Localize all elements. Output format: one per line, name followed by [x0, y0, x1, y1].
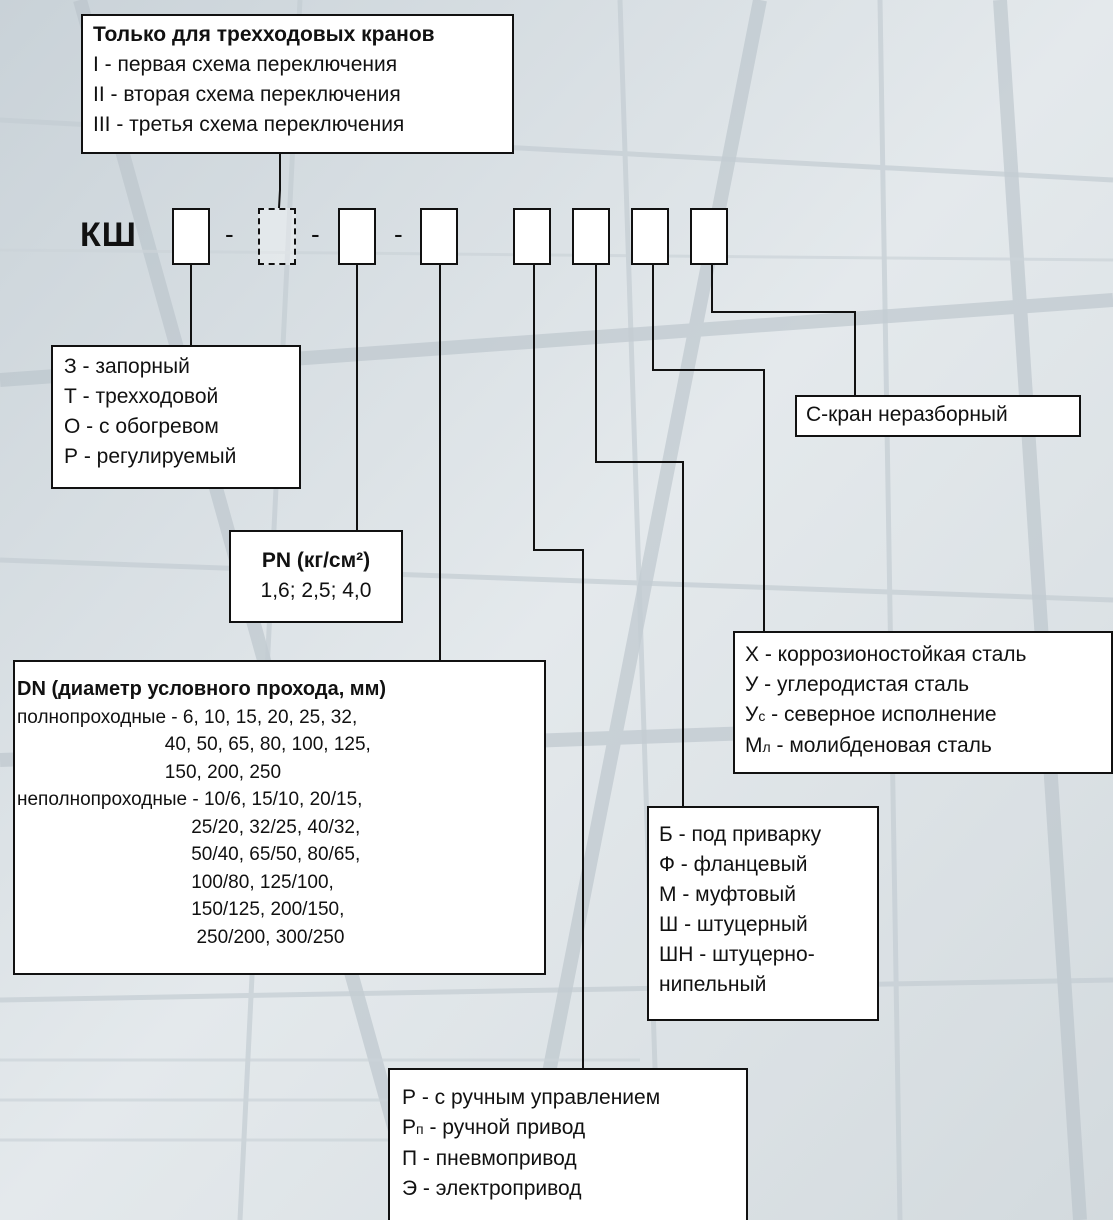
code-cell-dn	[420, 208, 458, 265]
connection-line: нипельный	[659, 973, 767, 996]
dn-line: 250/200, 300/250	[17, 926, 345, 948]
pn-values: 1,6; 2,5; 4,0	[260, 579, 372, 602]
valve-type-box: З - запорный Т - трехходовой О - с обогр…	[51, 345, 301, 489]
connection-line: ШН - штуцерно-	[659, 943, 815, 966]
material-line: Х - коррозионостойкая сталь	[745, 643, 1027, 666]
control-type-box: Р - с ручным управлением Рп - ручной при…	[388, 1068, 748, 1220]
type-line: З - запорный	[64, 355, 190, 378]
dn-line: неполнопроходные - 10/6, 15/10, 20/15,	[17, 789, 363, 810]
code-cell-pn	[338, 208, 376, 265]
non-separable-label: С-кран неразборный	[806, 403, 1008, 426]
control-line: Э - электропривод	[402, 1177, 582, 1200]
connection-line: Ф - фланцевый	[659, 853, 808, 876]
three-way-line: III - третья схема переключения	[93, 113, 405, 136]
pn-title: PN (кг/см²)	[261, 549, 371, 572]
dn-line: 40, 50, 65, 80, 100, 125,	[17, 734, 371, 755]
three-way-line: II - вторая схема переключения	[93, 83, 401, 106]
dn-line: полнопроходные - 6, 10, 15, 20, 25, 32,	[17, 706, 358, 728]
control-line: Р - с ручным управлением	[402, 1086, 661, 1109]
code-cell-type	[172, 208, 210, 265]
code-separator: -	[225, 219, 234, 249]
connection-line: М - муфтовый	[659, 883, 796, 906]
code-separator: -	[394, 219, 403, 249]
connection-type-box: Б - под приварку Ф - фланцевый М - муфто…	[647, 806, 879, 1021]
three-way-title: Только для трехходовых кранов	[93, 23, 435, 46]
material-box: Х - коррозионостойкая сталь У - углероди…	[733, 631, 1113, 774]
pn-box: PN (кг/см²) 1,6; 2,5; 4,0	[229, 530, 403, 623]
code-separator: -	[311, 219, 320, 249]
type-line: О - с обогревом	[64, 415, 219, 438]
code-cell-material	[631, 208, 669, 265]
control-line: П - пневмопривод	[402, 1147, 577, 1170]
model-code-prefix: КШ	[80, 216, 137, 254]
code-cell-scheme	[258, 208, 296, 265]
connection-line: Ш - штуцерный	[659, 913, 808, 936]
dn-line: 25/20, 32/25, 40/32,	[17, 816, 361, 838]
non-separable-box: С-кран неразборный	[795, 395, 1081, 437]
dn-title: DN (диаметр условного прохода, мм)	[17, 678, 387, 700]
dn-line: 100/80, 125/100,	[17, 871, 334, 893]
dn-box: DN (диаметр условного прохода, мм) полно…	[13, 660, 546, 975]
control-line: Рп - ручной привод	[402, 1116, 586, 1139]
code-cell-connection	[572, 208, 610, 265]
dn-line: 50/40, 65/50, 80/65,	[17, 844, 361, 865]
dn-line: 150/125, 200/150,	[17, 899, 345, 920]
code-cell-nonsep	[690, 208, 728, 265]
connection-line: Б - под приварку	[659, 823, 822, 846]
material-line: У - углеродистая сталь	[745, 673, 970, 696]
three-way-line: I - первая схема переключения	[93, 53, 398, 76]
material-line: Ус - северное исполнение	[745, 703, 997, 726]
dn-line: 150, 200, 250	[17, 761, 282, 783]
three-way-scheme-box: Только для трехходовых кранов I - первая…	[81, 14, 514, 154]
type-line: Т - трехходовой	[64, 385, 219, 408]
material-line: Мл - молибденовая сталь	[745, 734, 992, 757]
type-line: Р - регулируемый	[64, 445, 237, 468]
code-cell-control	[513, 208, 551, 265]
